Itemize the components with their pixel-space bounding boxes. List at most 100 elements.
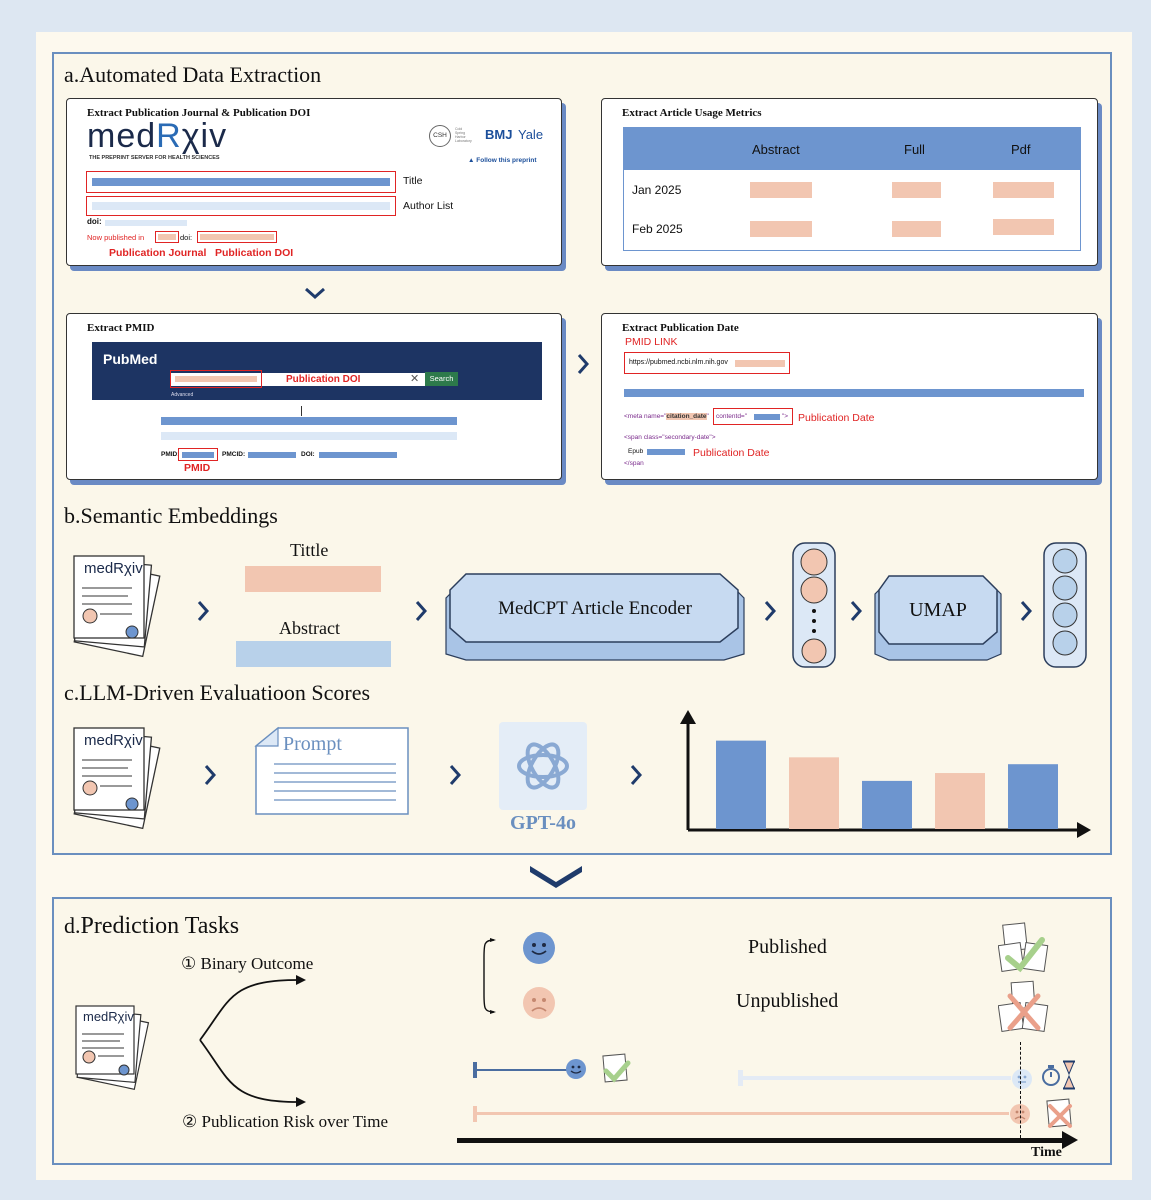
- row-feb: Feb 2025: [632, 222, 683, 236]
- published-docs-icon: [998, 922, 1049, 973]
- time-axis-arrow: [1062, 1131, 1078, 1149]
- risk-over-time-label: ② Publication Risk over Time: [182, 1112, 389, 1131]
- advanced-link[interactable]: Advanced: [171, 392, 194, 398]
- title-embed-block: [245, 566, 381, 592]
- cell-jan-abstract: [750, 182, 812, 198]
- pmid-label: PMID:: [161, 451, 180, 458]
- pubmed-url: https://pubmed.ncbi.nlm.nih.gov: [629, 359, 728, 366]
- follow-link[interactable]: ▲ Follow this preprint: [468, 157, 537, 164]
- pubmed-header: PubMed Publication DOI ✕ Search Advanced: [92, 342, 542, 400]
- unpublished-docs-icon: [998, 980, 1049, 1032]
- header-abstract: Abstract: [752, 142, 800, 157]
- start-tick-1: [473, 1062, 477, 1078]
- clear-icon[interactable]: ✕: [410, 373, 420, 385]
- reduced-vector: [1043, 542, 1087, 668]
- unpublished-doc-icon: [1046, 1098, 1072, 1128]
- preprint-document-icon: medRχiv: [72, 1000, 162, 1090]
- timeline-2: [743, 1076, 1011, 1080]
- umap-label: UMAP: [909, 599, 967, 621]
- encoder-box: [445, 573, 745, 661]
- abstract-embed-block: [236, 641, 391, 667]
- section-c-title: c.LLM-Driven Evaluatioon Scores: [64, 680, 371, 705]
- chevron-right-icon: [577, 354, 589, 374]
- journal-bar: [158, 234, 176, 240]
- cross-icon: [1007, 993, 1041, 1031]
- pmid-highlight: [178, 448, 218, 461]
- dashed-time-marker: [1020, 1042, 1021, 1138]
- happy-face-icon: [566, 1059, 586, 1079]
- title-bar: [92, 178, 390, 186]
- published-doc-icon: [602, 1053, 631, 1083]
- search-doi-bar: [175, 376, 257, 382]
- prompt-card: [254, 726, 409, 815]
- meta-tag: <meta name="citation_date": [624, 413, 709, 420]
- preprint-document-icon: medRχiv: [70, 548, 180, 658]
- abstract-label: Abstract: [279, 618, 340, 638]
- csh-logo: CSH: [429, 125, 451, 147]
- cell-feb-abstract: [750, 221, 812, 237]
- result-author-bar: [161, 432, 457, 440]
- start-tick-2: [738, 1070, 743, 1086]
- embedding-vector: [792, 542, 836, 668]
- doi-label: doi:: [87, 217, 102, 226]
- journal-highlight: [155, 231, 179, 243]
- bar-2: [789, 757, 839, 829]
- header-full: Full: [904, 142, 925, 157]
- author-label: Author List: [403, 200, 454, 212]
- span-open: <span class="secondary-date">: [624, 434, 716, 441]
- chevron-right-icon: [764, 601, 776, 621]
- preprint-document-icon: medRχiv: [70, 720, 180, 830]
- csh-subtitle: Cold Spring Harbor Laboratory: [455, 127, 472, 143]
- pub-date-label-2: Publication Date: [693, 447, 770, 459]
- chevron-right-icon: [850, 601, 862, 621]
- chevron-right-icon: [204, 765, 216, 785]
- document-stack-icon: [73, 555, 161, 658]
- pmcid-label: PMCID:: [222, 451, 246, 458]
- title-highlight: [86, 171, 396, 193]
- pmid-bar: [182, 452, 214, 458]
- cross-icon: [1048, 1104, 1072, 1128]
- section-b-title: b.Semantic Embeddings: [64, 503, 278, 528]
- content-date-bar: [754, 414, 780, 420]
- cell-feb-pdf: [993, 219, 1054, 235]
- chevron-right-icon: [1020, 601, 1032, 621]
- sad-face-icon: [523, 987, 555, 1019]
- pubmed-logo: PubMed: [103, 351, 158, 367]
- start-tick-3: [473, 1106, 477, 1122]
- card-title: Extract Publication Journal & Publicatio…: [87, 107, 311, 119]
- card-title: Extract Article Usage Metrics: [622, 107, 762, 119]
- cell-jan-pdf: [993, 182, 1054, 198]
- pub-journal-label: Publication Journal: [109, 247, 207, 259]
- doi-label: DOI:: [301, 451, 315, 458]
- section-d-prefix: d.: [64, 913, 81, 938]
- search-button[interactable]: Search: [425, 372, 458, 386]
- encoder-label: MedCPT Article Encoder: [498, 598, 692, 619]
- content-attr: contentd=": [716, 413, 748, 420]
- bell-icon: ▲: [468, 157, 477, 164]
- row-jan: Jan 2025: [632, 183, 682, 197]
- binary-outcome-label: ① Binary Outcome: [181, 954, 314, 973]
- document-stack-icon: [75, 1005, 150, 1090]
- document-stack-icon: [73, 727, 161, 830]
- pub-doi-label: Publication DOI: [215, 247, 294, 259]
- bottom-frame: [52, 897, 1112, 1165]
- timeline-1: [477, 1069, 567, 1071]
- url-highlight: https://pubmed.ncbi.nlm.nih.gov: [624, 352, 790, 374]
- now-published-text: Now published in: [87, 233, 145, 242]
- timeline-3: [477, 1112, 1009, 1115]
- hourglass-icon: [1063, 1061, 1075, 1076]
- card-pmid: Extract PMID PubMed Publication DOI ✕ Se…: [66, 313, 562, 480]
- bars-group: [716, 740, 1058, 829]
- author-highlight: [86, 196, 396, 216]
- chevron-right-icon: [415, 601, 427, 621]
- span-close: </span: [624, 460, 644, 467]
- doi-highlight: [197, 231, 277, 243]
- pmcid-bar: [248, 452, 296, 458]
- tittle-label: Tittle: [290, 540, 329, 560]
- bmj-logo: BMJ: [485, 127, 513, 142]
- y-axis-arrow: [680, 710, 696, 724]
- score-bar-chart: [680, 710, 1091, 838]
- published-label: Published: [748, 936, 827, 958]
- pub-date-label: Publication Date: [798, 412, 875, 424]
- bar-5: [1008, 764, 1058, 829]
